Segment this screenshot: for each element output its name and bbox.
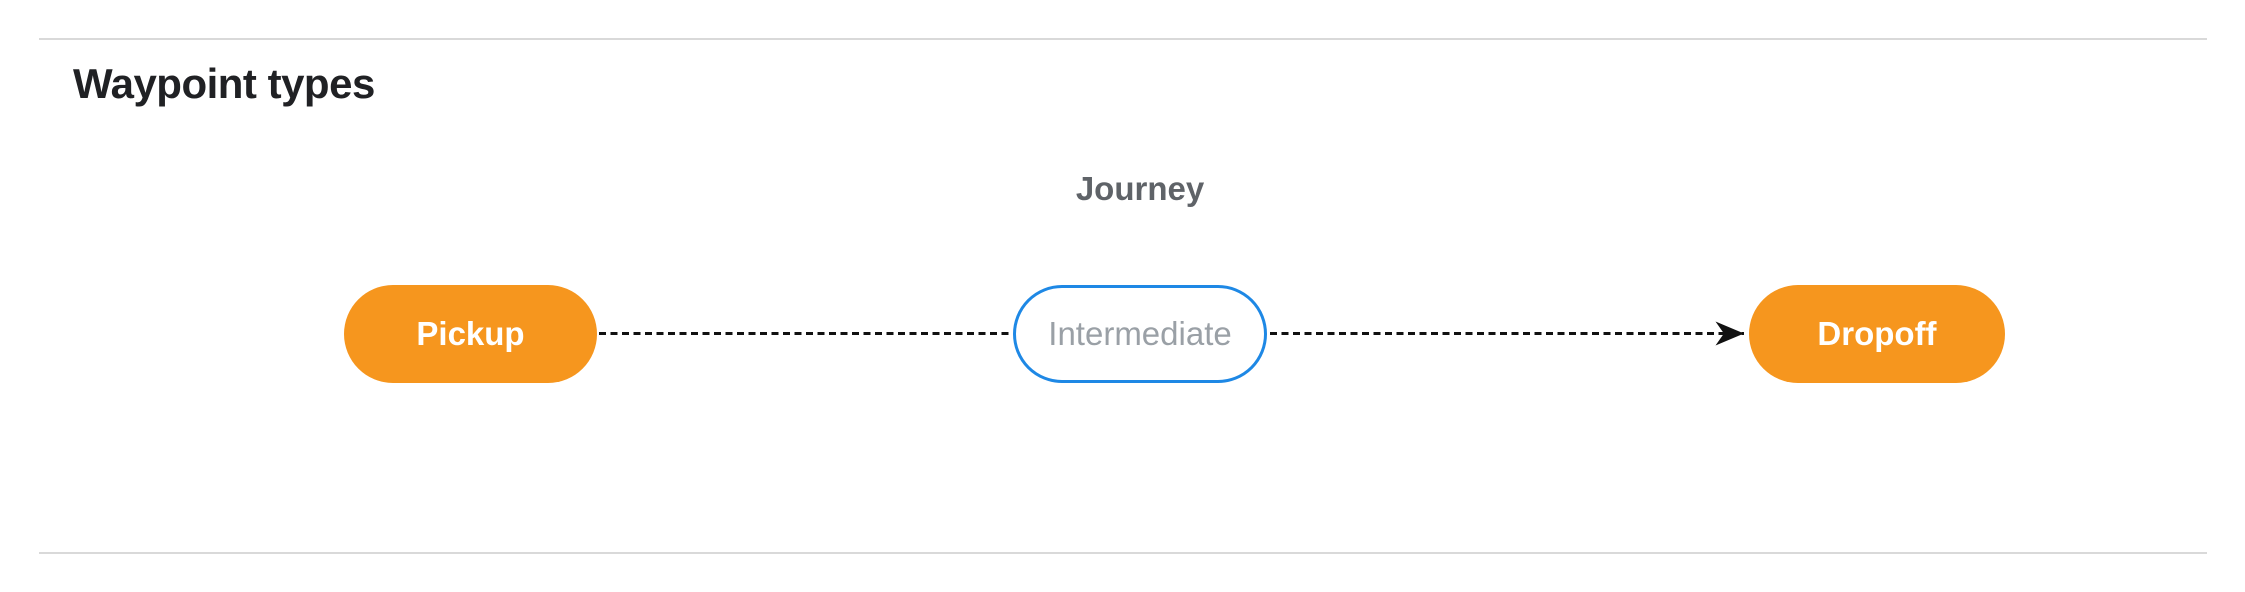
- divider-top: [39, 38, 2207, 40]
- section-heading: Waypoint types: [73, 60, 375, 107]
- node-intermediate-label: Intermediate: [1048, 315, 1232, 352]
- node-pickup: Pickup: [344, 285, 597, 383]
- node-intermediate: Intermediate: [1013, 285, 1267, 383]
- diagram-title: Journey: [1075, 170, 1205, 207]
- divider-bottom: [39, 552, 2207, 554]
- node-dropoff: Dropoff: [1749, 285, 2005, 383]
- node-pickup-label: Pickup: [416, 315, 525, 352]
- node-dropoff-label: Dropoff: [1817, 315, 1937, 352]
